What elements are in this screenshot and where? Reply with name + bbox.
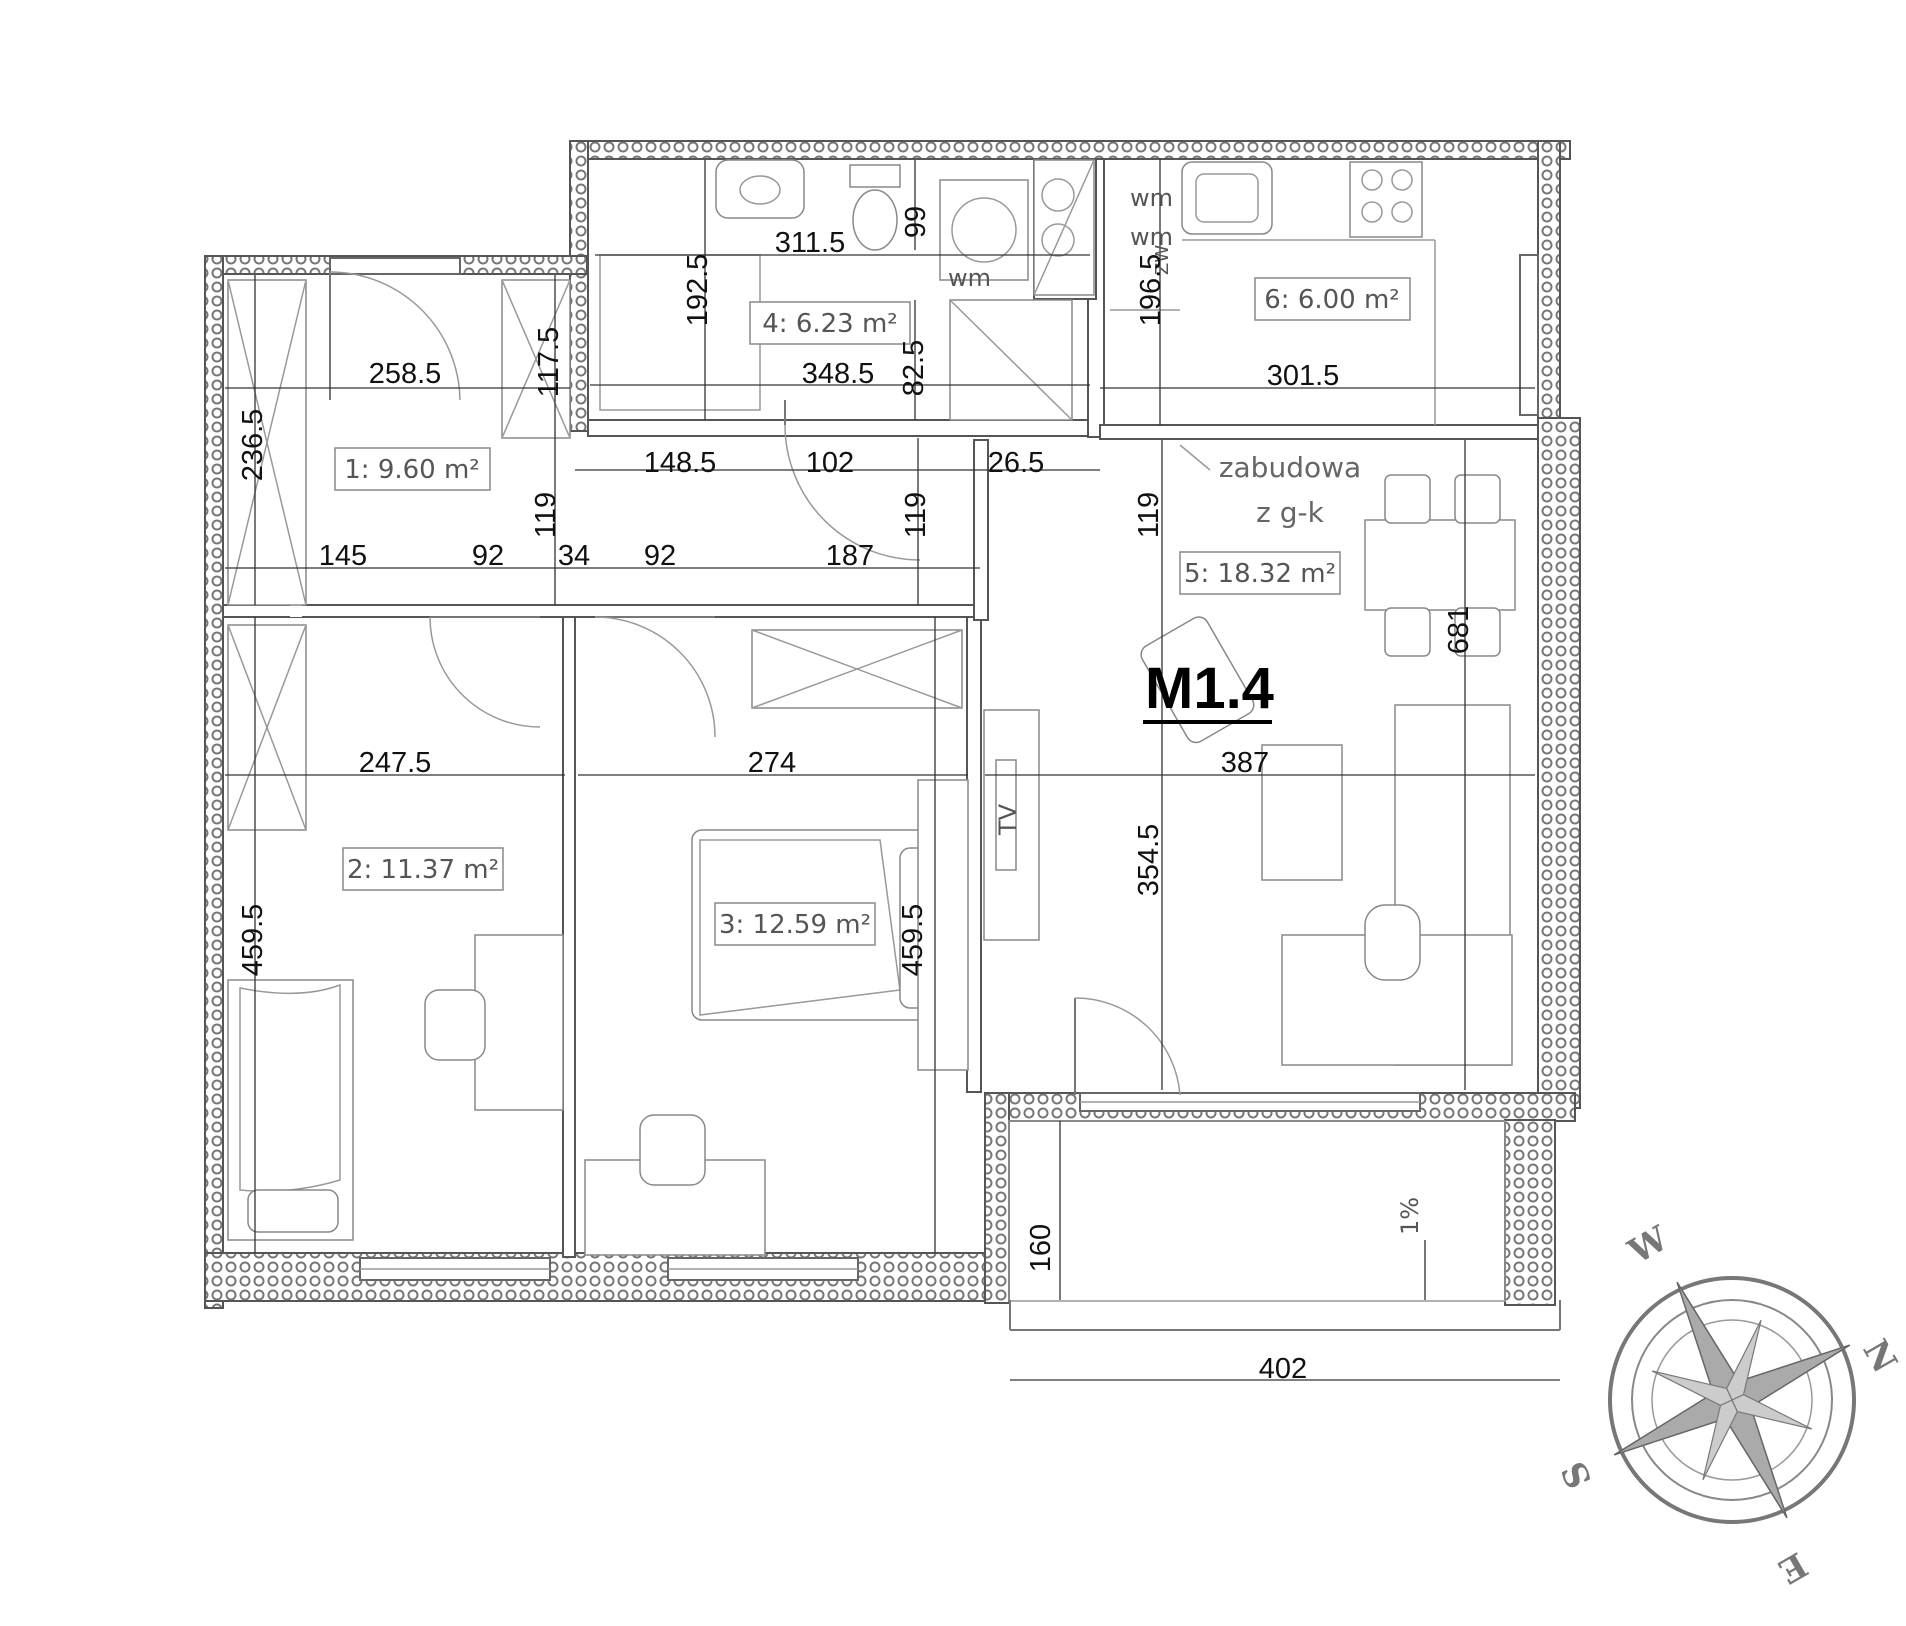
- room-label-3: 3: 12.59 m²: [719, 910, 871, 940]
- dim-247-5: 247.5: [359, 747, 432, 779]
- compass-w: W: [1621, 1218, 1676, 1273]
- compass-n: N: [1854, 1333, 1904, 1380]
- dimension-labels: 311.5 99 192.5 348.5 82.5 196.5 301.5 25…: [237, 206, 1475, 1385]
- compass-s: S: [1554, 1455, 1601, 1494]
- room-label-5: 5: 18.32 m²: [1184, 559, 1336, 589]
- dim-236-5: 236.5: [237, 409, 269, 482]
- wardrobe-hall: [227, 279, 571, 606]
- exterior-walls: [204, 140, 1581, 1309]
- compass-e: E: [1771, 1544, 1813, 1592]
- dim-354-5: 354.5: [1133, 824, 1165, 897]
- dim-387: 387: [1221, 747, 1269, 779]
- room-labels: 1: 9.60 m² 2: 11.37 m² 3: 12.59 m² 4: 6.…: [334, 277, 1411, 946]
- dim-26-5: 26.5: [988, 447, 1044, 479]
- note-slope: 1%: [1396, 1197, 1424, 1235]
- dim-301-5: 301.5: [1267, 360, 1340, 392]
- balcony: [1008, 1120, 1561, 1331]
- dim-196-5: 196.5: [1135, 254, 1167, 327]
- dim-34: 34: [558, 540, 590, 572]
- dim-681: 681: [1443, 606, 1475, 654]
- dim-192-5: 192.5: [682, 254, 714, 327]
- dimension-lines: [225, 159, 1560, 1381]
- living-room-furniture: [983, 474, 1516, 1096]
- note-wm-2: wm: [1130, 223, 1173, 251]
- dim-160: 160: [1025, 1224, 1057, 1272]
- dim-99: 99: [900, 206, 932, 238]
- dim-117-5: 117.5: [533, 327, 565, 397]
- dim-348-5: 348.5: [802, 358, 875, 390]
- dim-92-b: 92: [644, 540, 676, 572]
- dim-119-c: 119: [1133, 492, 1165, 538]
- apartment-title: M1.4: [1145, 656, 1274, 721]
- dim-311-5: 311.5: [775, 227, 845, 259]
- bathroom-fixtures: [599, 159, 1095, 561]
- dim-148-5: 148.5: [644, 447, 717, 479]
- note-zabudowa: zabudowa: [1219, 451, 1361, 484]
- dim-258-5: 258.5: [369, 358, 442, 390]
- dim-145: 145: [319, 540, 367, 572]
- note-tv: TV: [994, 803, 1022, 836]
- dim-102: 102: [806, 447, 854, 479]
- note-wm-3: wm: [948, 264, 991, 292]
- entrance-door: [329, 271, 461, 401]
- dim-274: 274: [748, 747, 796, 779]
- compass-rose: W N S E: [1554, 1218, 1905, 1591]
- dim-92-a: 92: [472, 540, 504, 572]
- dim-82-5: 82.5: [898, 340, 930, 396]
- dim-187: 187: [826, 540, 874, 572]
- note-zgk: z g-k: [1256, 496, 1324, 529]
- dim-402: 402: [1259, 1353, 1307, 1385]
- dim-459-5-b: 459.5: [897, 904, 929, 977]
- room-label-2: 2: 11.37 m²: [347, 855, 499, 885]
- kitchen-fixtures: [1110, 161, 1436, 425]
- room-label-1: 1: 9.60 m²: [344, 455, 479, 485]
- dim-119-a: 119: [530, 492, 562, 538]
- dim-119-b: 119: [900, 492, 932, 538]
- room-label-4: 4: 6.23 m²: [762, 309, 897, 339]
- note-zw: ZW: [1152, 245, 1173, 275]
- dim-459-5-a: 459.5: [237, 904, 269, 977]
- bedroom-2-furniture: [227, 616, 564, 1241]
- room-label-6: 6: 6.00 m²: [1264, 285, 1399, 315]
- note-wm-1: wm: [1130, 184, 1173, 212]
- annotations: zabudowa z g-k 1% TV wm wm wm ZW: [948, 184, 1424, 1235]
